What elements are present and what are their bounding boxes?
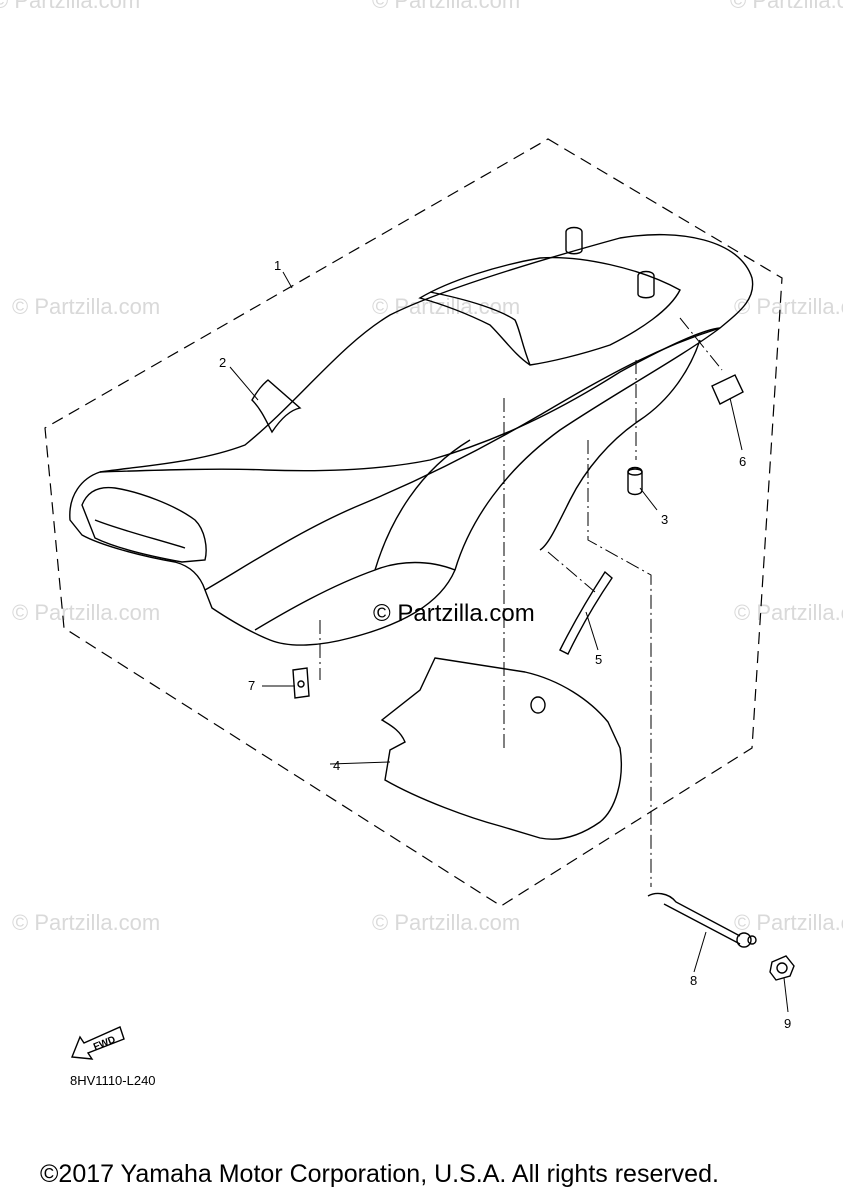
part-9 (769, 955, 795, 981)
part-4 (380, 657, 622, 840)
part-3 (627, 466, 643, 496)
callout-7: 7 (248, 678, 256, 693)
leader-line (587, 440, 652, 887)
watermark: © Partzilla.com (372, 910, 521, 935)
seat-lower-curve (254, 561, 456, 631)
part-6 (711, 374, 744, 405)
callout-1: 1 (274, 258, 282, 273)
seat-knob (637, 270, 655, 299)
seat-side-line (204, 327, 721, 591)
callout-leader (585, 611, 599, 651)
callout-leader (639, 487, 658, 511)
watermark: © Partzilla.com (734, 910, 843, 935)
seat-top-line (99, 327, 721, 473)
callout-2: 2 (219, 355, 227, 370)
part-5 (559, 570, 613, 655)
callout-6: 6 (739, 454, 747, 469)
part-7 (292, 667, 310, 699)
part-8 (647, 892, 741, 937)
callout-9: 9 (784, 1016, 792, 1031)
diagram-code: 8HV1110-L240 (70, 1073, 156, 1088)
callout-4: 4 (333, 758, 341, 773)
copyright: ©2017 Yamaha Motor Corporation, U.S.A. A… (40, 1160, 719, 1188)
center-watermark: © Partzilla.com (373, 600, 535, 627)
part-2-decal (251, 379, 302, 434)
callout-leader (282, 271, 293, 289)
watermark: © Partzilla.com (12, 910, 161, 935)
watermark: © Partzilla.com (12, 600, 161, 625)
callout-leader (329, 761, 391, 765)
leader-line (547, 551, 596, 593)
watermark: © Partzilla.com (0, 0, 141, 13)
pillion-seat (418, 256, 681, 366)
watermark: © Partzilla.com (372, 0, 521, 13)
watermark: © Partzilla.com (734, 600, 843, 625)
callout-leader (693, 931, 707, 973)
callout-leader (783, 977, 789, 1013)
watermark: © Partzilla.com (12, 294, 161, 319)
seat-panel-curve (374, 439, 471, 571)
callout-3: 3 (661, 512, 669, 527)
fwd-arrow-icon: FWD (71, 1026, 125, 1060)
callout-5: 5 (595, 652, 603, 667)
leader-line (679, 317, 723, 371)
callout-leader (729, 397, 743, 451)
watermark: © Partzilla.com (734, 294, 843, 319)
seat-outline (69, 233, 754, 646)
callout-8: 8 (690, 973, 698, 988)
seat-front-pocket (81, 486, 207, 563)
assembly-boundary (44, 138, 783, 907)
callout-leader (229, 366, 259, 401)
watermark: © Partzilla.com (730, 0, 843, 13)
seat-knob (565, 226, 583, 255)
